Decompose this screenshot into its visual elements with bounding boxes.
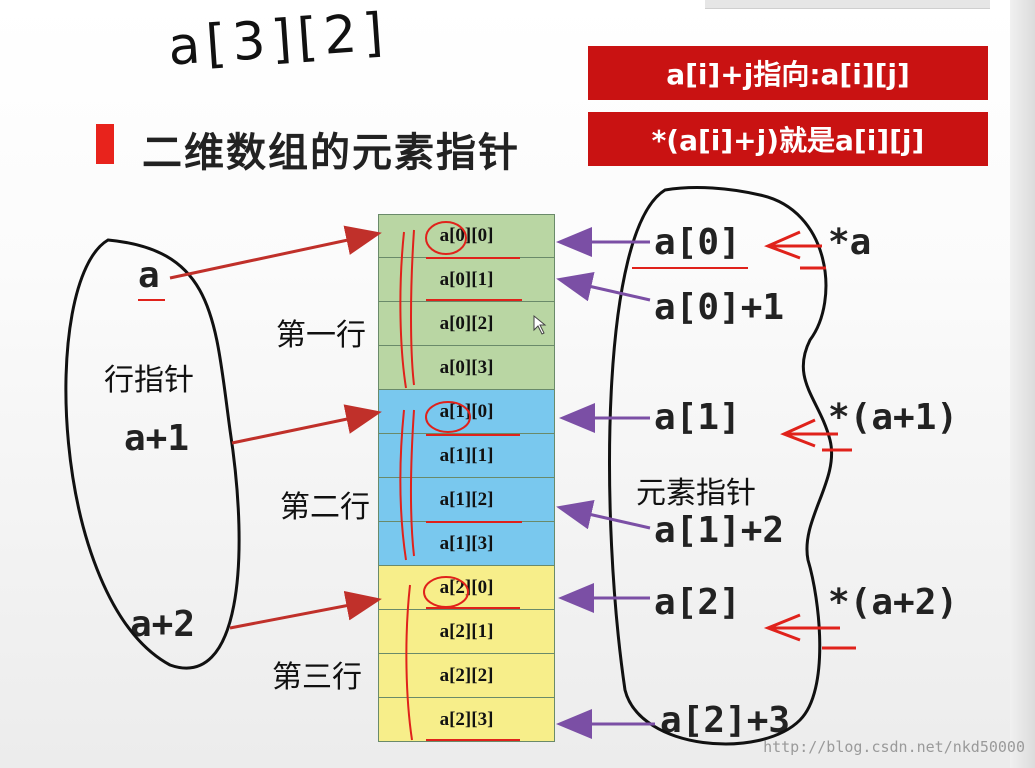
- array-cell: a[0][3]: [378, 346, 555, 390]
- row-pointer-a: a: [138, 255, 160, 296]
- title-marker: [96, 124, 114, 164]
- pen-bracket-row2: [405, 584, 413, 741]
- element-pointer-a0: a[0]: [654, 222, 741, 263]
- arrow-a1-to-row1: [231, 404, 382, 445]
- deref-label-star-a-plus-2: *(a+2): [828, 582, 959, 623]
- pen-bracket-row0: [399, 229, 415, 389]
- element-pointer-a1-plus-2: a[1]+2: [654, 510, 785, 551]
- arrow-a2-to-row2: [229, 590, 382, 630]
- element-pointer-a0-plus-1: a[0]+1: [654, 287, 785, 328]
- element-pointer-a2: a[2]: [654, 582, 741, 623]
- array-cell: a[0][2]: [378, 302, 555, 346]
- element-pointer-caption: 元素指针: [636, 476, 756, 511]
- right-edge-panel: [1010, 0, 1035, 768]
- pen-circle-a00: [425, 221, 467, 255]
- red-box-deref-rule: *(a[i]+j)就是a[i][j]: [588, 112, 988, 166]
- row-label-second: 第二行: [280, 490, 370, 525]
- top-window-bar: [705, 0, 990, 9]
- row-pointer-caption: 行指针: [104, 363, 194, 398]
- arrow-a-to-row0: [169, 225, 382, 280]
- row-pointer-a-plus-2: a+2: [130, 604, 196, 645]
- array-cell: a[0][1]: [378, 258, 555, 302]
- watermark: http://blog.csdn.net/nkd50000: [763, 738, 1025, 756]
- element-pointer-loop: [608, 186, 834, 746]
- element-pointer-a1: a[1]: [654, 397, 741, 438]
- arrow-a0plus1-to-cell: [556, 272, 651, 302]
- pen-equiv-arrow-row1: [780, 418, 852, 452]
- row-pointer-a-plus-1: a+1: [124, 418, 190, 459]
- pen-equiv-arrow-row0: [764, 230, 826, 270]
- row-pointer-loop: [64, 238, 241, 670]
- pen-equiv-arrow-row2: [763, 613, 856, 650]
- row-label-first: 第一行: [276, 318, 366, 353]
- deref-label-star-a-plus-1: *(a+1): [828, 397, 959, 438]
- slide-title: 二维数组的元素指针: [142, 130, 520, 176]
- mouse-cursor-icon: [533, 314, 547, 335]
- array-cell: a[1][2]: [378, 478, 555, 522]
- pen-bracket-row1: [399, 409, 415, 561]
- array-cell: a[1][0]: [378, 390, 555, 434]
- array-grid: a[0][0] a[0][1] a[0][2] a[0][3] a[1][0] …: [378, 214, 555, 742]
- arrow-a1plus2-to-cell: [556, 500, 651, 530]
- array-cell: a[1][1]: [378, 434, 555, 478]
- red-box-pointer-rule: a[i]+j指向:a[i][j]: [588, 46, 988, 100]
- deref-label-star-a: *a: [828, 222, 872, 263]
- element-pointer-a2-plus-3: a[2]+3: [660, 700, 791, 741]
- pen-circle-a10: [425, 401, 471, 433]
- array-cell: a[1][3]: [378, 522, 555, 566]
- row-label-third: 第三行: [272, 660, 362, 695]
- pen-circle-a20: [423, 576, 469, 608]
